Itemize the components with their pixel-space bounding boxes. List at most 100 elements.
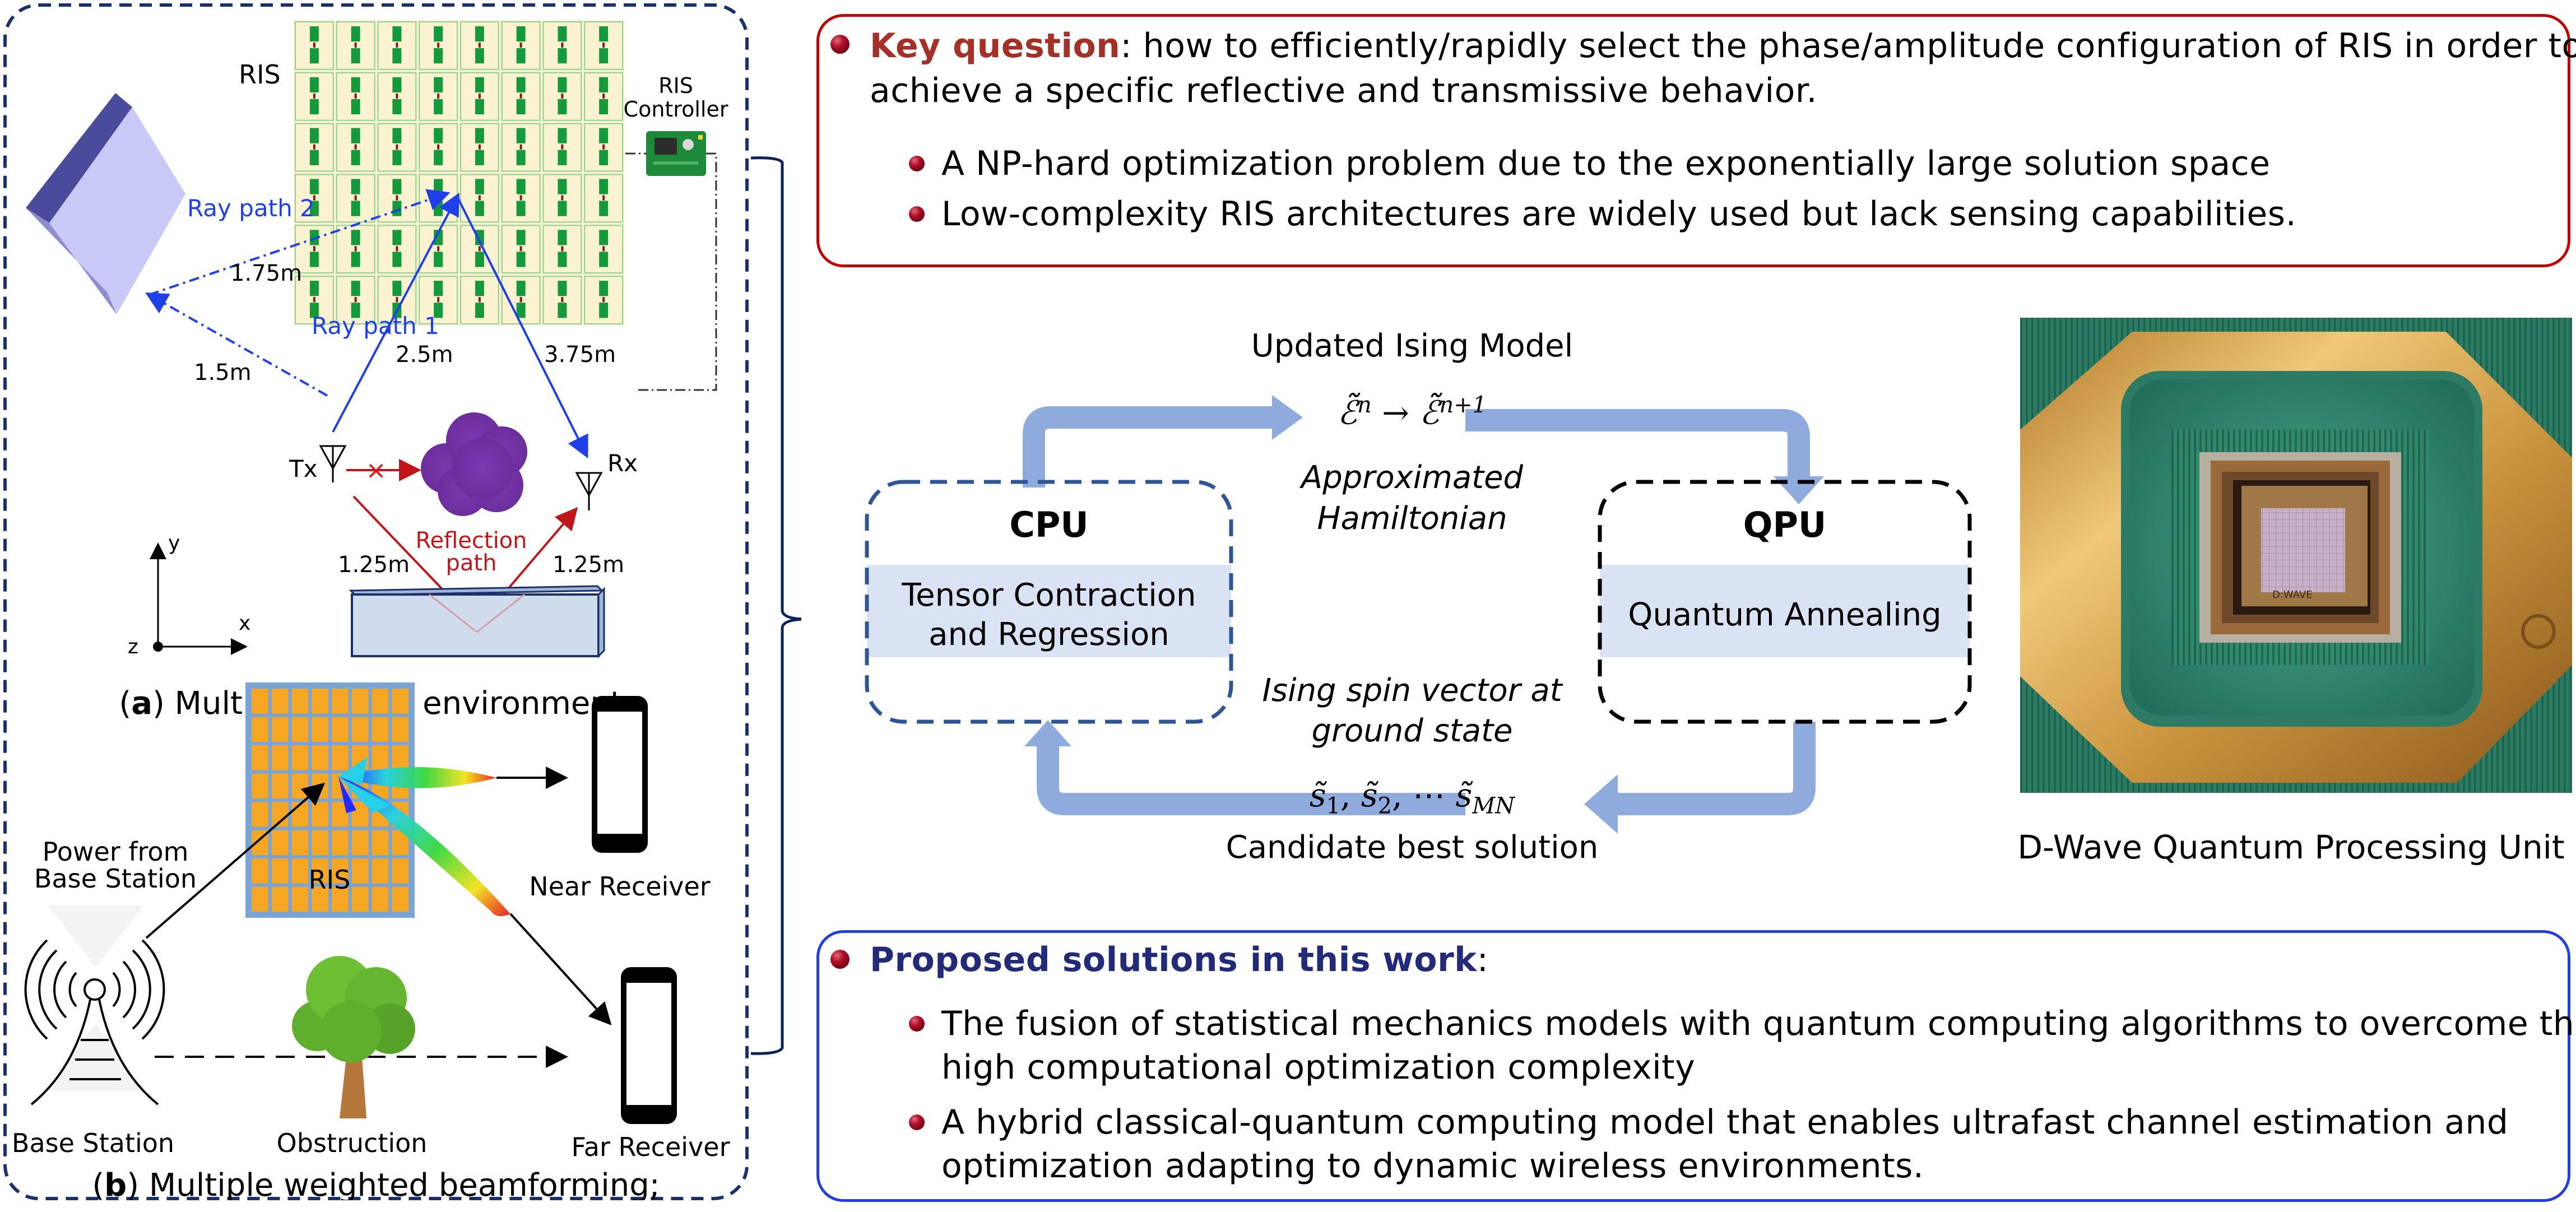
- ris-element: [336, 123, 375, 172]
- ris-element: [584, 72, 623, 121]
- key-question-line-2: achieve a specific reflective and transm…: [870, 71, 1818, 110]
- obstacle-cloud: [421, 412, 527, 516]
- ris-element: [501, 21, 541, 70]
- far-receiver-label: Far Receiver: [572, 1132, 730, 1162]
- qpu-body: Quantum Annealing: [1628, 597, 1942, 633]
- base-station-label: Base Station: [12, 1128, 174, 1158]
- ris-tile: [271, 886, 289, 912]
- proposed-label: Proposed solutions in this work: [870, 940, 1477, 979]
- ising-spin-label-1: Ising spin vector at: [1262, 672, 1562, 709]
- cpu-title: CPU: [1009, 504, 1089, 545]
- ris-label-b: RIS: [309, 865, 351, 895]
- dist-1-25-left: 1.25m: [338, 552, 410, 578]
- ris-tile: [291, 689, 309, 714]
- cpu-box: [865, 480, 1233, 724]
- reflecting-block: [349, 585, 605, 658]
- ris-tile: [372, 858, 389, 884]
- arrow-solution-to-cpu: [1037, 745, 1465, 815]
- ris-element: [584, 21, 623, 70]
- ris-element: [460, 21, 499, 70]
- ris-element: [295, 123, 334, 172]
- ris-element: [542, 174, 582, 223]
- dist-3-75: 3.75m: [544, 342, 616, 368]
- qpu-box: [1598, 480, 1972, 724]
- ris-element: [377, 174, 417, 223]
- ris-tile: [351, 689, 369, 714]
- proposed-solutions-box: Proposed solutions in this work: The fus…: [816, 930, 2576, 1202]
- ray-path-1-label: Ray path 1: [312, 312, 439, 340]
- dwave-chip-image: D:WAVE: [2020, 318, 2572, 793]
- spin-s2: s̃: [1361, 776, 1378, 814]
- ris-tile: [392, 886, 409, 912]
- ris-element: [584, 123, 623, 172]
- sub-2: 2: [1377, 793, 1393, 819]
- ris-element: [501, 225, 541, 274]
- power-label-2: Base Station: [34, 863, 197, 894]
- candidate-best-solution-label: Candidate best solution: [1226, 829, 1599, 866]
- bullet-icon: [830, 35, 850, 54]
- ris-element: [584, 225, 623, 274]
- qpu-title: QPU: [1743, 504, 1827, 545]
- ris-tile: [351, 858, 369, 884]
- key-question-line-1: Key question: how to efficiently/rapidly…: [870, 24, 2576, 68]
- ris-tile: [312, 858, 328, 884]
- beam-to-far-arrow: [509, 913, 612, 1025]
- hamiltonian-label: Hamiltonian: [1317, 500, 1507, 537]
- dist-1-75: 1.75m: [230, 261, 302, 286]
- ris-tile: [372, 886, 389, 912]
- energy-symbol: ℰ̃: [1337, 393, 1357, 432]
- ris-tile: [392, 858, 409, 884]
- reflection-label-1: Reflection: [415, 528, 527, 554]
- exp-n: n: [1357, 392, 1372, 418]
- cpu-body-line-2: and Regression: [929, 616, 1169, 653]
- spin-smn: s̃: [1455, 776, 1473, 814]
- ris-controller-label-2: Controller: [624, 97, 728, 122]
- ris-element: [336, 21, 375, 70]
- key-question-label: Key question: [870, 26, 1121, 66]
- tx-antenna-icon: [319, 445, 347, 482]
- ris-element: [377, 225, 417, 274]
- bullet-icon: [909, 206, 925, 222]
- rx-antenna-icon: [575, 472, 603, 510]
- arrow-head: [1272, 395, 1303, 440]
- ris-element: [377, 72, 417, 121]
- ris-tile: [392, 745, 409, 770]
- key-sub-bullet-1: A NP-hard optimization problem due to th…: [941, 144, 2271, 183]
- ris-element: [542, 225, 582, 274]
- grouping-brace: [751, 156, 801, 1055]
- ris-element: [542, 72, 582, 121]
- ris-element: [377, 21, 417, 70]
- bullet-icon: [909, 1016, 925, 1032]
- ris-tile: [351, 830, 369, 855]
- ris-element: [584, 276, 623, 324]
- ris-element: [295, 174, 334, 223]
- cpu-body-band: [867, 565, 1231, 657]
- ray-path-1-up: [332, 192, 459, 433]
- ris-element: [501, 72, 541, 121]
- ris-controller-board: [646, 131, 706, 176]
- panel-frame: [3, 3, 749, 1200]
- reflection-label-2: path: [446, 550, 497, 576]
- dwave-qpu-photo: D:WAVE: [2020, 318, 2572, 793]
- bullet-icon: [830, 950, 850, 969]
- ris-tile: [351, 717, 369, 742]
- ris-element: [336, 276, 375, 324]
- ris-element: [501, 123, 541, 172]
- proposed-bullet-2-line-1: A hybrid classical-quantum computing mod…: [941, 1103, 2509, 1142]
- ris-element: [377, 123, 417, 172]
- ris-element: [460, 174, 499, 223]
- power-label-1: Power from: [43, 837, 189, 867]
- ris-element: [419, 21, 458, 70]
- ris-element: [419, 225, 458, 274]
- arrow-qpu-to-solution: [1617, 722, 1816, 815]
- ris-tile: [312, 830, 328, 855]
- ris-tile: [271, 773, 289, 798]
- ris-tile: [372, 830, 389, 855]
- near-receiver-label: Near Receiver: [529, 871, 711, 902]
- ris-tile: [372, 745, 389, 770]
- ris-element: [501, 174, 541, 223]
- ris-tile: [392, 717, 409, 742]
- proposed-bullet-2-line-2: optimization adapting to dynamic wireles…: [941, 1146, 1924, 1186]
- ris-tile: [351, 802, 369, 827]
- axes-icon: [150, 542, 248, 655]
